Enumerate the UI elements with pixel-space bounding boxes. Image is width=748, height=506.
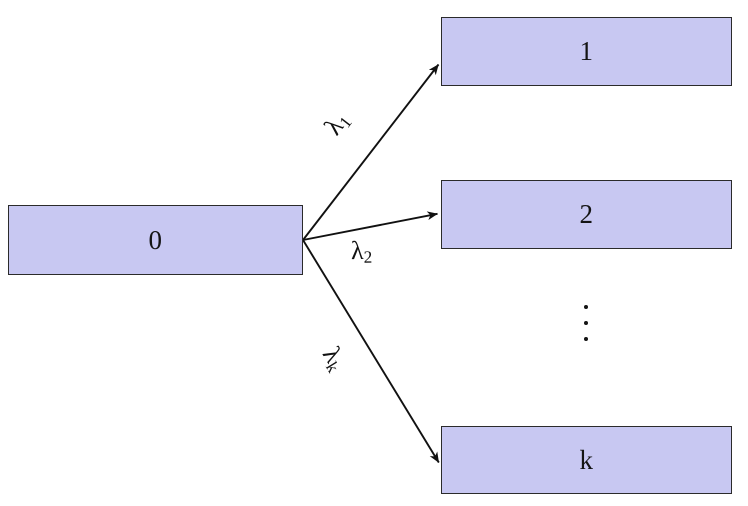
node-box-1[interactable]: 1 [441, 17, 732, 86]
node-box-0[interactable]: 0 [8, 205, 303, 275]
edge-label-lambda-k: λk [316, 342, 351, 376]
node-box-k[interactable]: k [441, 426, 732, 494]
edge-label-lambda-2-subscript: 2 [363, 247, 373, 267]
node-box-2[interactable]: 2 [441, 180, 732, 249]
edge-lambda-2-line [302, 211, 438, 241]
ellipsis-dot [583, 305, 588, 309]
node-label-0: 0 [148, 224, 163, 255]
edge-label-lambda-2-symbol: λ [350, 235, 364, 266]
node-label-1: 1 [579, 36, 594, 66]
edge-lambda-1-line [302, 63, 440, 241]
node-label-2: 2 [579, 199, 594, 229]
ellipsis-dot [583, 337, 588, 341]
edge-label-lambda-2: λ2 [350, 235, 373, 267]
ellipsis-dot [583, 321, 588, 325]
edge-label-lambda-1: λ1 [318, 107, 355, 141]
vertical-ellipsis-icon [583, 305, 588, 341]
node-label-k: k [579, 444, 594, 475]
